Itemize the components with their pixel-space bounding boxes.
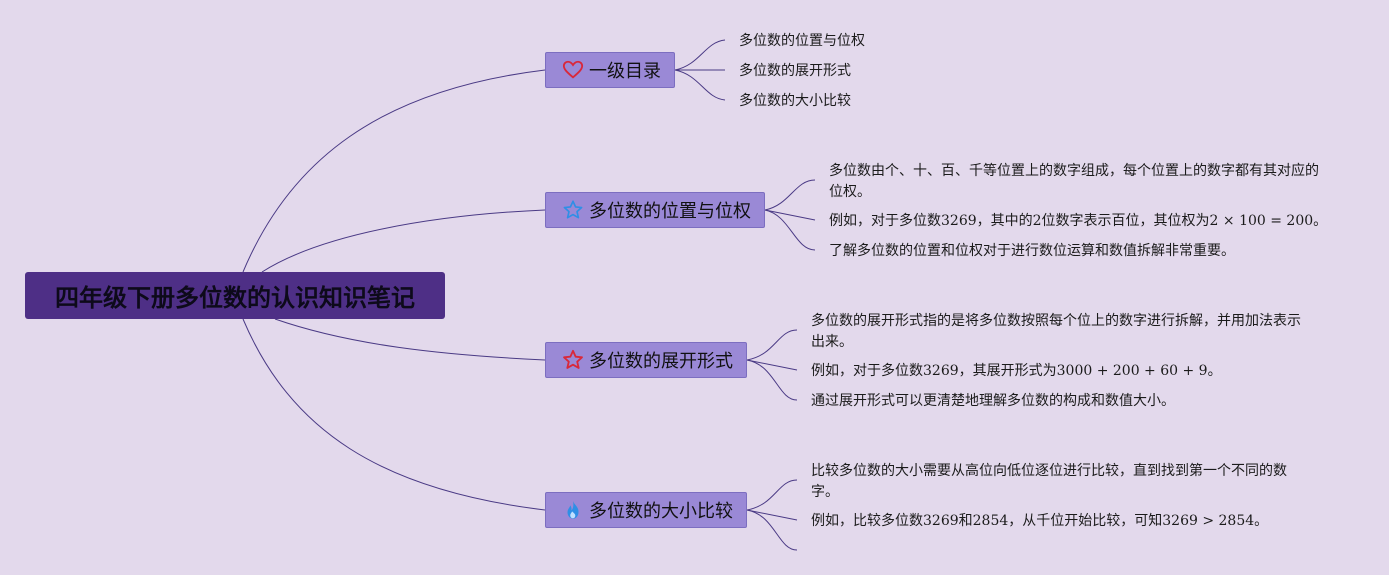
topic-label: 多位数的位置与位权 bbox=[589, 201, 751, 222]
topic-label: 多位数的大小比较 bbox=[589, 501, 733, 522]
connector-topic-1-leaf-1 bbox=[674, 39, 726, 71]
connector-topic-4-leaf-2 bbox=[746, 509, 798, 521]
topic-node-position-weight[interactable]: 多位数的位置与位权 bbox=[545, 192, 765, 228]
star-red-icon bbox=[562, 349, 584, 371]
leaf-text: 多位数的大小比较 bbox=[739, 93, 851, 109]
leaf-text: 多位数的位置与位权 bbox=[739, 33, 865, 49]
leaf-text: 多位数的展开形式 bbox=[739, 63, 851, 79]
connector-topic-1-leaf-3 bbox=[674, 69, 726, 101]
leaf-text: 例如，比较多位数3269和2854，从千位开始比较，可知3269 > 2854。 bbox=[811, 513, 1269, 529]
connector-topic-3-leaf-1 bbox=[746, 329, 798, 361]
root-node[interactable]: 四年级下册多位数的认识知识笔记 bbox=[25, 272, 445, 319]
root-title: 四年级下册多位数的认识知识笔记 bbox=[55, 284, 415, 312]
flame-icon bbox=[562, 499, 584, 521]
connector-root-topic-1 bbox=[242, 69, 546, 273]
connector-topic-4-leaf-3 bbox=[746, 509, 798, 551]
connector-topic-2-leaf-3 bbox=[764, 209, 816, 251]
leaf-text: 例如，对于多位数3269，其展开形式为3000 + 200 + 60 + 9。 bbox=[811, 363, 1222, 379]
leaf-text: 多位数的展开形式指的是将多位数按照每个位上的数字进行拆解，并用加法表示出来。 bbox=[811, 313, 1301, 350]
connector-topic-4-leaf-1 bbox=[746, 479, 798, 511]
leaf-text: 例如，对于多位数3269，其中的2位数字表示百位，其位权为2 × 100 = 2… bbox=[829, 213, 1328, 229]
star-outline-icon bbox=[562, 199, 584, 221]
connector-topic-3-leaf-3 bbox=[746, 359, 798, 401]
heart-icon bbox=[562, 59, 584, 81]
topic-label: 一级目录 bbox=[589, 61, 661, 82]
leaf-text: 了解多位数的位置和位权对于进行数位运算和数值拆解非常重要。 bbox=[829, 243, 1235, 259]
connector-root-topic-3 bbox=[274, 318, 546, 361]
connector-topic-2-leaf-1 bbox=[764, 179, 816, 211]
connector-topic-3-leaf-2 bbox=[746, 359, 798, 371]
leaf-text: 比较多位数的大小需要从高位向低位逐位进行比较，直到找到第一个不同的数字。 bbox=[811, 463, 1287, 500]
topic-node-catalog[interactable]: 一级目录 bbox=[545, 52, 675, 88]
leaf-text: 多位数由个、十、百、千等位置上的数字组成，每个位置上的数字都有其对应的位权。 bbox=[829, 163, 1319, 200]
topic-label: 多位数的展开形式 bbox=[589, 351, 733, 372]
connector-topic-2-leaf-2 bbox=[764, 209, 816, 221]
connector-root-topic-4 bbox=[242, 318, 546, 511]
leaf-text: 通过展开形式可以更清楚地理解多位数的构成和数值大小。 bbox=[811, 393, 1175, 409]
connector-root-topic-2 bbox=[261, 209, 546, 273]
topic-node-size-compare[interactable]: 多位数的大小比较 bbox=[545, 492, 747, 528]
topic-node-expanded-form[interactable]: 多位数的展开形式 bbox=[545, 342, 747, 378]
